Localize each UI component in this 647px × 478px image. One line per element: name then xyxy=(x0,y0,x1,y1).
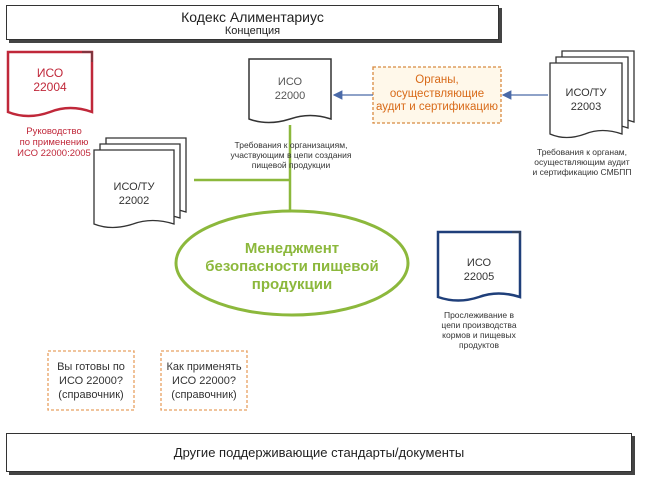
iso22003-doc-stack xyxy=(549,50,635,139)
handbook-apply-label: Как применять ИСО 22000? (справочник) xyxy=(166,361,242,401)
header-title: Кодекс Алиментариус xyxy=(181,9,324,25)
header-banner: Кодекс Алиментариус Концепция xyxy=(6,5,499,40)
iso22005-caption: Прослеживание в цепи производства кормов… xyxy=(441,310,517,350)
footer-banner: Другие поддерживающие стандарты/документ… xyxy=(6,433,632,472)
iso22002-label: ИСО/ТУ 22002 xyxy=(113,181,155,207)
header-subtitle: Концепция xyxy=(224,25,281,37)
certification-bodies-label: Органы, осуществляющие аудит и сертифика… xyxy=(375,74,499,113)
iso22005-doc-shape xyxy=(436,230,522,302)
iso22003-caption: Требования к органам, осуществляющим ауд… xyxy=(532,147,632,177)
iso22000-label: ИСО 22000 xyxy=(274,76,306,102)
footer-label: Другие поддерживающие стандарты/документ… xyxy=(173,445,465,460)
iso22000-doc-shape xyxy=(248,58,332,124)
handbook-ready-box xyxy=(47,350,135,411)
iso22002-doc-stack xyxy=(93,137,187,229)
center-ellipse xyxy=(174,209,410,317)
handbook-apply-box xyxy=(160,350,248,411)
handbook-ready-label: Вы готовы по ИСО 22000? (справочник) xyxy=(57,361,125,401)
center-label: Менеджмент безопасности пищевой продукци… xyxy=(205,240,379,293)
iso22004-label: ИСО 22004 xyxy=(33,66,67,94)
iso22005-label: ИСО 22005 xyxy=(463,257,495,283)
iso22000-caption: Требования к организациям, участвующим в… xyxy=(230,140,352,170)
certification-bodies-box xyxy=(372,66,502,124)
iso22003-label: ИСО/ТУ 22003 xyxy=(565,87,607,113)
iso22004-caption: Руководство по применению ИСО 22000:2005 xyxy=(17,126,91,159)
iso22004-doc-shape xyxy=(6,50,94,118)
